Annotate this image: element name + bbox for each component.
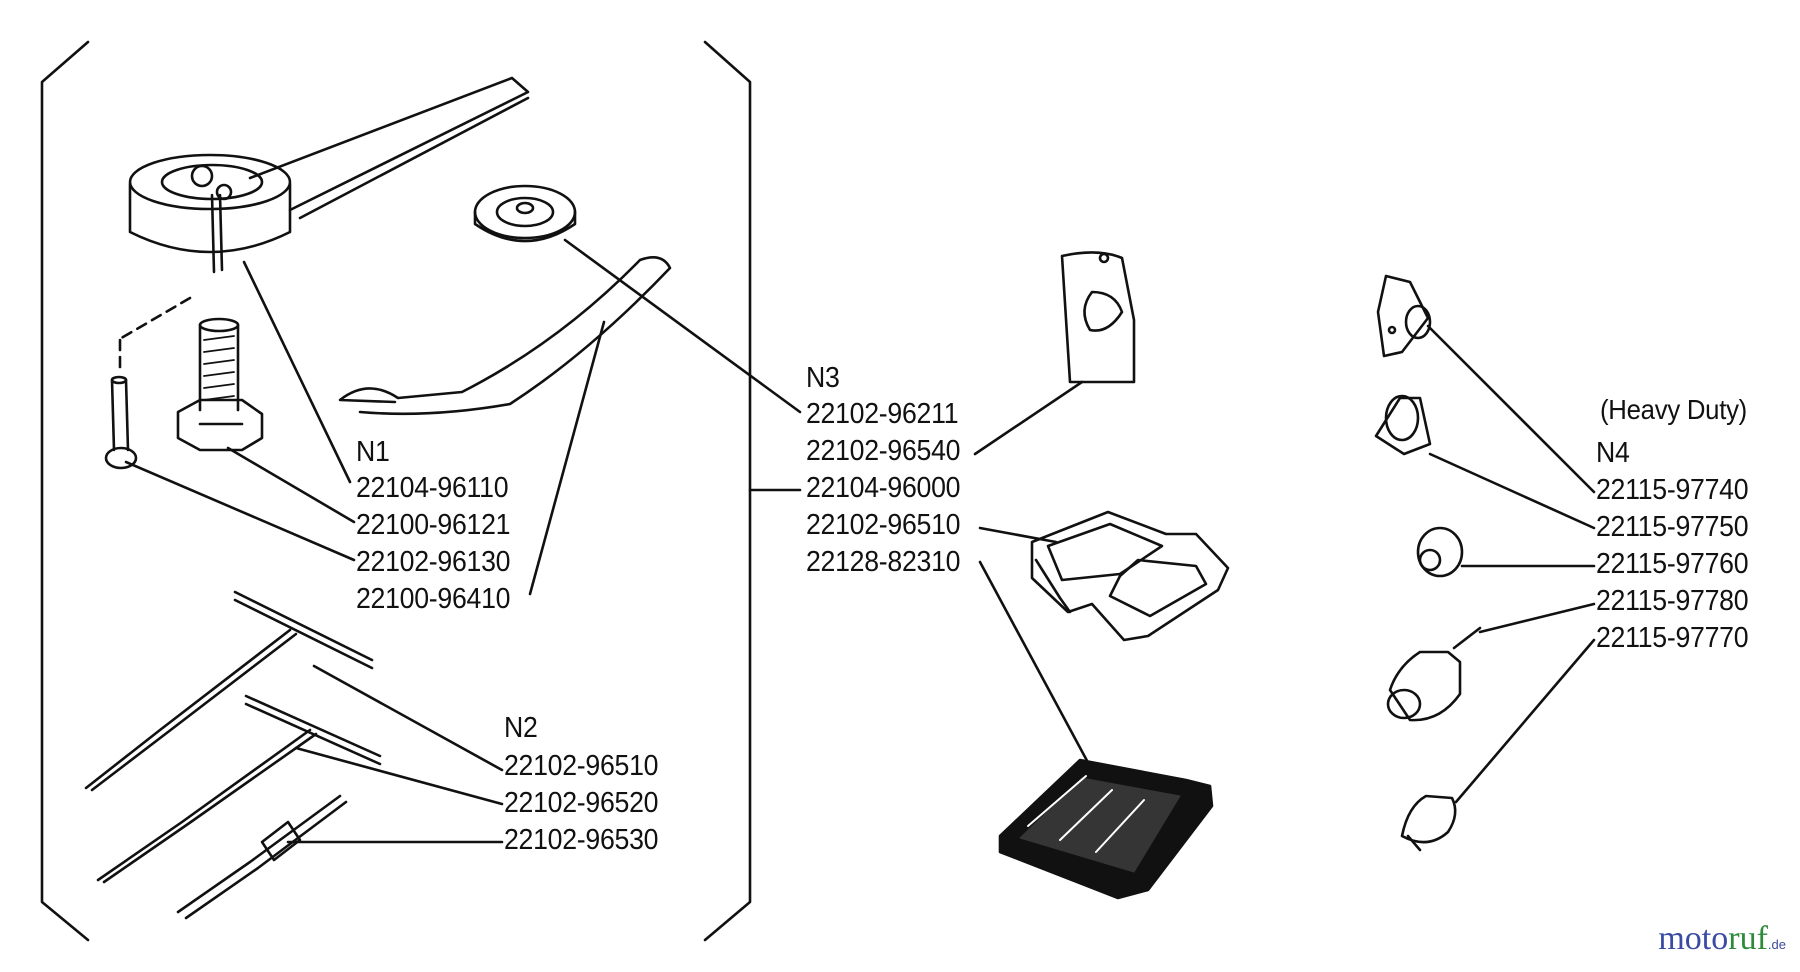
n4-fittings-illustration: [1374, 274, 1596, 852]
n1-heading: N1: [356, 436, 390, 468]
assembly-dash: [116, 296, 192, 372]
n2-part-2: 22102-96520: [504, 787, 659, 819]
filter-frame-illustration: [978, 510, 1230, 642]
n3-part-5: 22128-82310: [806, 546, 961, 578]
n3-part-3: 22104-96000: [806, 472, 961, 504]
n2-heading: N2: [504, 712, 538, 744]
air-filter-illustration: [998, 758, 1214, 900]
hook-tool-illustration: [338, 256, 672, 596]
pin-illustration: [104, 375, 138, 470]
n4-part-5: 22115-97770: [1596, 622, 1749, 654]
n4-part-1: 22115-97740: [1596, 474, 1749, 506]
n2-part-3: 22102-96530: [504, 824, 659, 856]
watermark-suffix: .de: [1767, 937, 1786, 952]
gasket-plate-illustration: [973, 251, 1136, 456]
bolt-illustration: [176, 317, 264, 452]
right-bracket: [703, 40, 752, 942]
n4-heading: N4: [1596, 437, 1630, 469]
n2-part-1: 22102-96510: [504, 750, 659, 782]
pulley-illustration: [473, 184, 802, 414]
n1-part-2: 22100-96121: [356, 509, 511, 541]
n1-part-1: 22104-96110: [356, 472, 509, 504]
watermark-logo: motoruf.de: [1658, 920, 1786, 958]
flywheel-holder-illustration: [128, 76, 530, 274]
n4-part-2: 22115-97750: [1596, 511, 1749, 543]
n3-part-1: 22102-96211: [806, 398, 959, 430]
n4-note: (Heavy Duty): [1600, 394, 1747, 425]
watermark-part2: ruf: [1728, 920, 1768, 957]
n4-part-4: 22115-97780: [1596, 585, 1749, 617]
n3-part-4: 22102-96510: [806, 509, 961, 541]
n3-part-2: 22102-96540: [806, 435, 961, 467]
n1-part-3: 22102-96130: [356, 546, 511, 578]
n3-heading: N3: [806, 362, 840, 394]
left-bracket: [40, 40, 90, 942]
n4-part-3: 22115-97760: [1596, 548, 1749, 580]
n1-part-4: 22100-96410: [356, 583, 511, 615]
watermark-part1: moto: [1658, 920, 1729, 957]
t-handle-wrenches-illustration: [84, 590, 382, 920]
